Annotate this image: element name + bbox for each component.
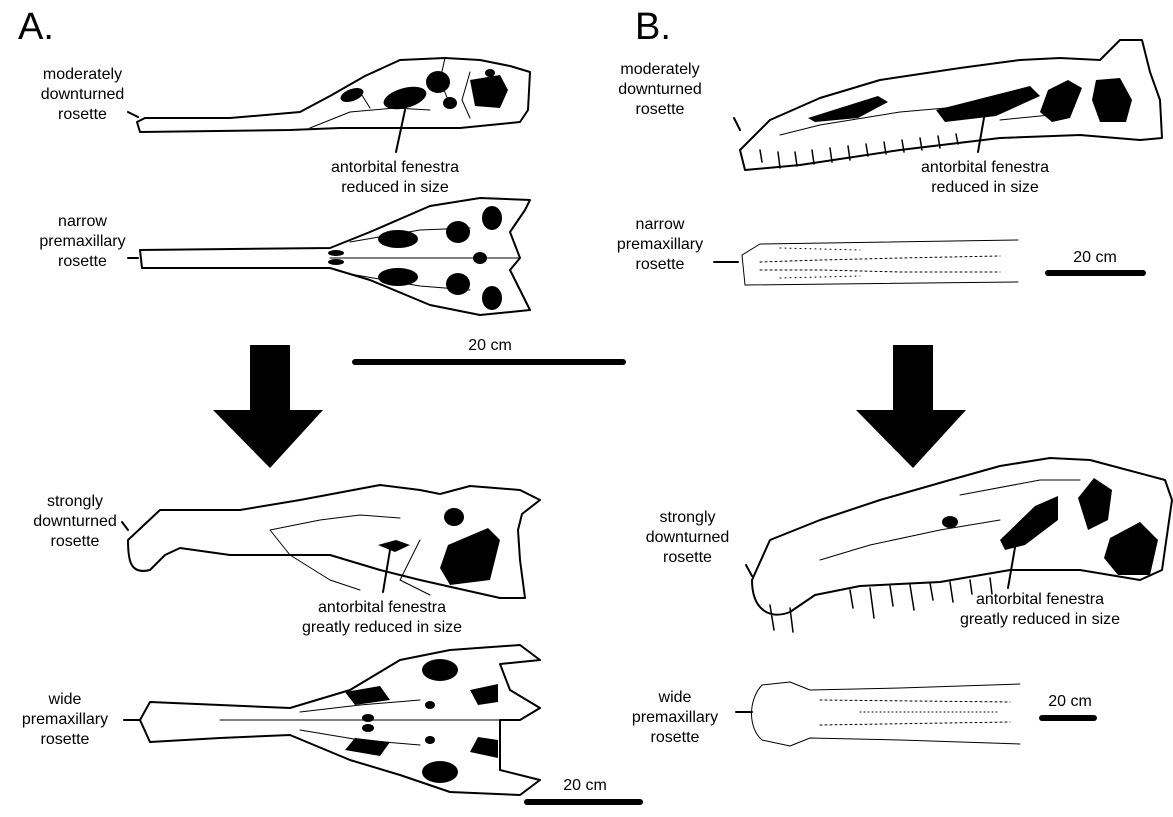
skull-a-lower-dorsal <box>140 645 540 795</box>
label-b-lower-dorsal-rosette: wide premaxillary rosette <box>615 688 735 748</box>
skull-a-upper-dorsal <box>140 198 530 315</box>
scale-label-b-bottom: 20 cm <box>1020 692 1120 712</box>
label-a-lower-rosette: strongly downturned rosette <box>20 492 130 552</box>
leader-b-upper-rosette <box>734 118 740 130</box>
label-a-upper-fenestra: antorbital fenestra reduced in size <box>300 158 490 198</box>
scale-label-a-middle: 20 cm <box>440 336 540 356</box>
label-b-upper-fenestra: antorbital fenestra reduced in size <box>890 158 1080 198</box>
leader-a-upper-fenestra <box>396 110 405 152</box>
arrow-down-b-icon <box>856 345 966 468</box>
label-b-lower-rosette: strongly downturned rosette <box>630 508 745 568</box>
label-b-upper-dorsal-rosette: narrow premaxillary rosette <box>605 215 715 275</box>
label-a-upper-rosette: moderately downturned rosette <box>30 65 135 125</box>
label-b-upper-rosette: moderately downturned rosette <box>600 60 720 120</box>
label-a-lower-fenestra: antorbital fenestra greatly reduced in s… <box>262 598 502 638</box>
label-b-lower-fenestra: antorbital fenestra greatly reduced in s… <box>920 590 1160 630</box>
skull-a-upper-lateral <box>137 58 530 132</box>
scale-label-b-top: 20 cm <box>1045 248 1145 268</box>
scale-label-a-bottom: 20 cm <box>535 776 635 796</box>
leader-b-upper-fenestra <box>978 112 985 152</box>
label-a-lower-dorsal-rosette: wide premaxillary rosette <box>10 690 120 750</box>
skull-b-lower-dorsal <box>752 682 1021 746</box>
arrow-down-a-icon <box>213 345 323 468</box>
leader-b-lower-rosette <box>746 565 752 576</box>
skull-b-upper-dorsal <box>742 240 1018 285</box>
label-a-upper-dorsal-rosette: narrow premaxillary rosette <box>30 212 135 272</box>
